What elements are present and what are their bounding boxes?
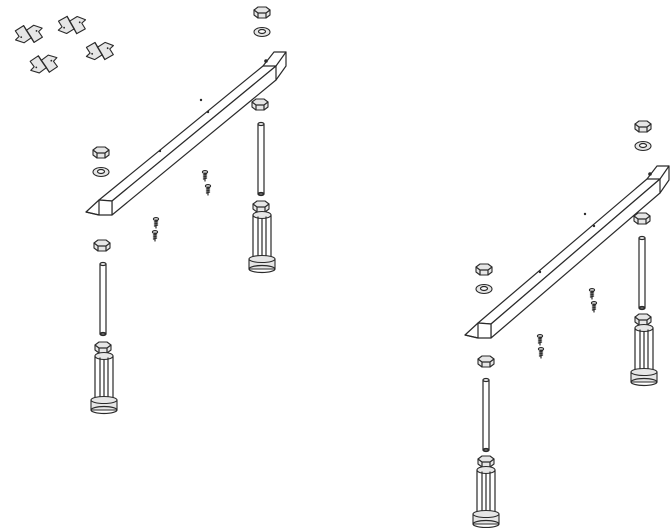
threaded-rod	[257, 121, 265, 197]
rail-channel	[85, 51, 287, 216]
washer-part	[92, 166, 110, 178]
nut-part	[94, 341, 112, 354]
nut-part	[253, 6, 271, 19]
nut-part	[477, 455, 495, 468]
washer-part	[634, 140, 652, 152]
clip-part	[84, 39, 116, 63]
adjustable-foot	[90, 351, 118, 415]
left-assembly	[85, 6, 287, 415]
threaded-rod	[638, 235, 646, 311]
threaded-rod	[482, 377, 490, 453]
clips-group	[13, 14, 116, 76]
nut-part	[251, 98, 269, 111]
screw-part	[152, 217, 160, 229]
nut-part	[477, 355, 495, 368]
adjustable-foot	[630, 323, 658, 387]
right-assembly	[464, 120, 670, 528]
screw-part	[151, 230, 159, 242]
nut-part	[93, 239, 111, 252]
adjustable-foot	[248, 210, 276, 274]
screw-part	[201, 170, 209, 182]
rail-channel	[464, 165, 670, 339]
screw-part	[590, 301, 598, 313]
screw-part	[537, 347, 545, 359]
clip-part	[13, 22, 45, 46]
washer-part	[253, 26, 271, 38]
washer-part	[475, 283, 493, 295]
clip-part	[56, 14, 88, 36]
nut-part	[633, 212, 651, 225]
nut-part	[634, 313, 652, 326]
nut-part	[475, 263, 493, 276]
nut-part	[252, 200, 270, 213]
screw-part	[204, 184, 212, 196]
screw-part	[536, 334, 544, 346]
screw-part	[588, 288, 596, 300]
nut-part	[92, 146, 110, 159]
clip-part	[27, 52, 60, 76]
threaded-rod	[99, 261, 107, 337]
adjustable-foot	[472, 465, 500, 528]
nut-part	[634, 120, 652, 133]
